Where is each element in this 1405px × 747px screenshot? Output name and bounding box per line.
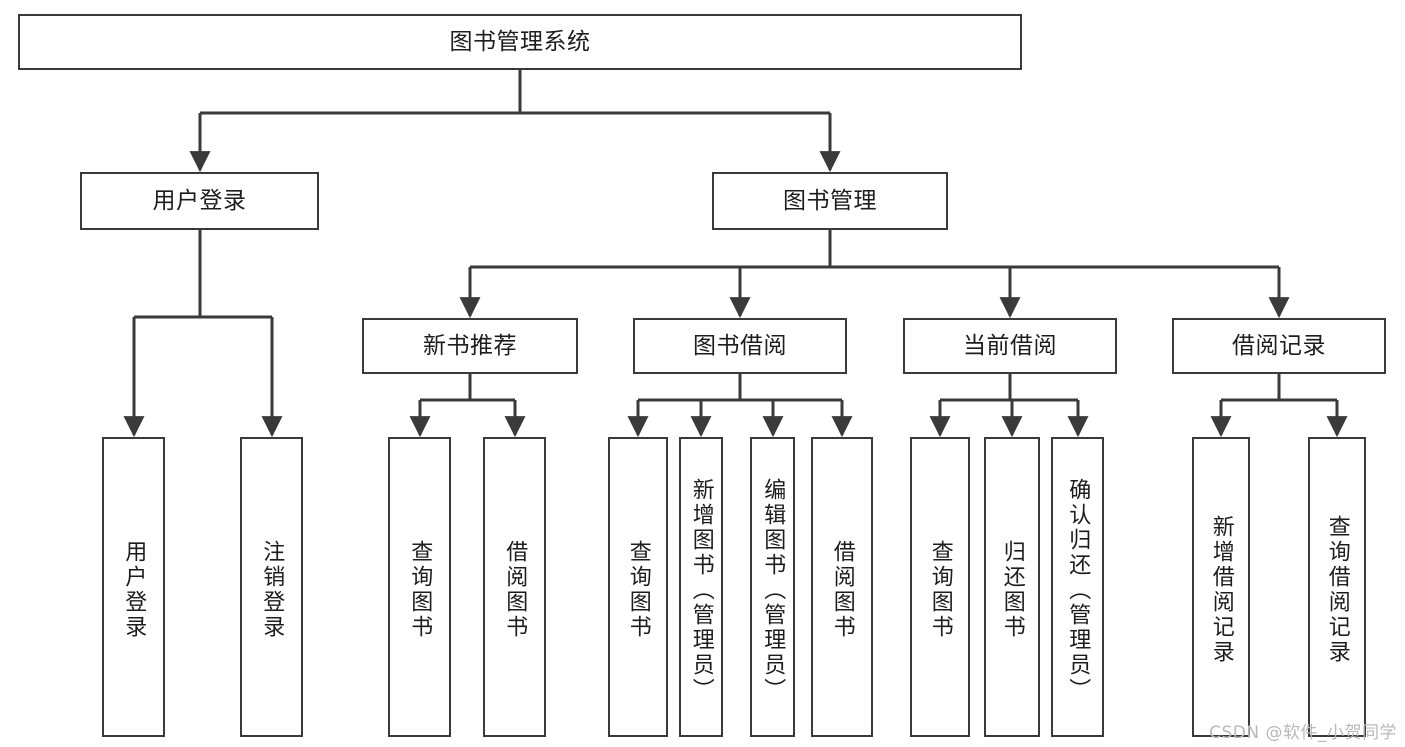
node-label: 借阅记录 — [1232, 332, 1326, 359]
node-label: 当前借阅 — [963, 332, 1057, 359]
node-label: 图书管理系统 — [449, 28, 591, 55]
node-l4-edit-book[interactable]: 编辑图书（管理员） — [750, 437, 795, 737]
node-root[interactable]: 图书管理系统 — [18, 14, 1022, 70]
node-book-manage[interactable]: 图书管理 — [712, 172, 948, 230]
node-label: 用户登录 — [152, 187, 247, 214]
node-user-login[interactable]: 用户登录 — [80, 172, 319, 230]
node-label: 用户登录 — [121, 540, 147, 640]
node-l4-query-record[interactable]: 查询借阅记录 — [1308, 437, 1366, 737]
node-l4-borrow-book-2[interactable]: 借阅图书 — [811, 437, 873, 737]
node-current-borrow[interactable]: 当前借阅 — [903, 318, 1117, 374]
node-l4-user-login[interactable]: 用户登录 — [102, 437, 165, 737]
node-l4-borrow-book-1[interactable]: 借阅图书 — [483, 437, 546, 737]
node-l4-add-book[interactable]: 新增图书（管理员） — [679, 437, 723, 737]
node-book-borrow[interactable]: 图书借阅 — [633, 318, 847, 374]
node-l4-query-book-3[interactable]: 查询图书 — [910, 437, 970, 737]
node-label: 借阅图书 — [829, 540, 855, 640]
node-label: 查询图书 — [927, 540, 953, 640]
node-l4-return-book[interactable]: 归还图书 — [984, 437, 1040, 737]
node-label: 借阅图书 — [502, 540, 528, 640]
node-label: 归还图书 — [999, 540, 1025, 640]
node-label: 查询图书 — [625, 540, 651, 640]
node-borrow-record[interactable]: 借阅记录 — [1172, 318, 1386, 374]
node-label: 新书推荐 — [423, 332, 517, 359]
node-l4-confirm-ret[interactable]: 确认归还（管理员） — [1051, 437, 1104, 737]
node-l4-query-book-2[interactable]: 查询图书 — [608, 437, 668, 737]
node-l4-query-book-1[interactable]: 查询图书 — [388, 437, 451, 737]
node-label: 注销登录 — [259, 540, 285, 640]
node-label: 确认归还（管理员） — [1065, 477, 1091, 703]
node-new-book-rec[interactable]: 新书推荐 — [362, 318, 578, 374]
node-l4-add-record[interactable]: 新增借阅记录 — [1192, 437, 1250, 737]
node-label: 新增借阅记录 — [1208, 515, 1234, 665]
node-label: 图书借阅 — [693, 332, 787, 359]
node-label: 新增图书（管理员） — [688, 477, 714, 703]
node-label: 编辑图书（管理员） — [760, 477, 786, 703]
node-label: 图书管理 — [783, 187, 877, 214]
node-l4-user-logout[interactable]: 注销登录 — [240, 437, 303, 737]
node-label: 查询借阅记录 — [1324, 515, 1350, 665]
node-label: 查询图书 — [407, 540, 433, 640]
